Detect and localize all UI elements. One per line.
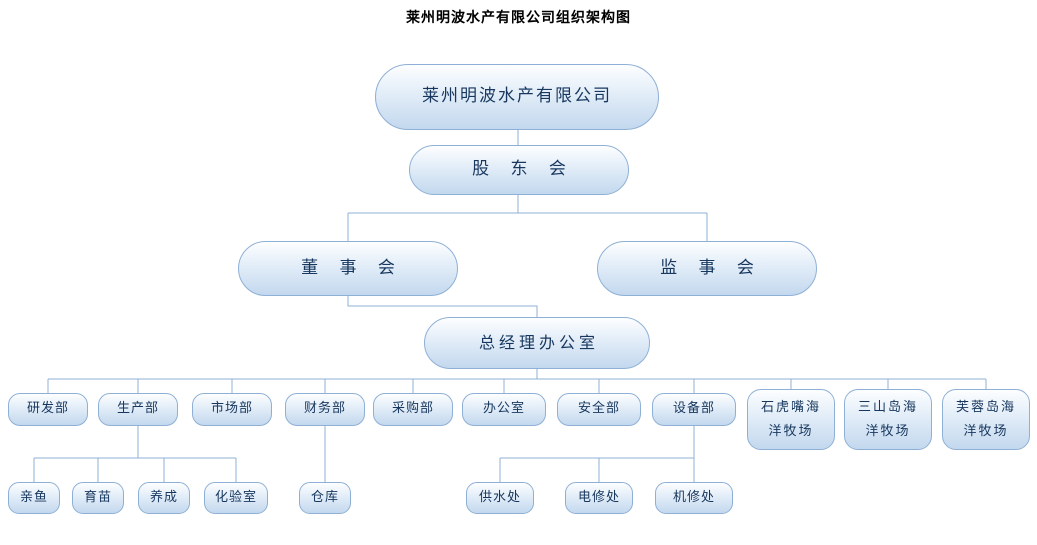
node-dept-office: 办公室 [462, 393, 546, 426]
node-dept-production: 生产部 [98, 393, 178, 426]
node-shareholders-meeting: 股 东 会 [409, 145, 629, 195]
node-sub-water-supply: 供水处 [466, 482, 534, 514]
node-sub-warehouse: 仓库 [299, 482, 351, 514]
node-dept-purchasing: 采购部 [373, 393, 453, 426]
node-dept-safety: 安全部 [557, 393, 641, 426]
node-dept-finance: 财务部 [285, 393, 365, 426]
node-ranch-sanshandao: 三山岛海洋牧场 [844, 389, 932, 450]
node-board-of-directors: 董 事 会 [238, 241, 458, 296]
node-sub-broodstock: 亲鱼 [8, 482, 60, 514]
node-dept-marketing: 市场部 [192, 393, 272, 426]
node-dept-rnd: 研发部 [8, 393, 88, 426]
node-ranch-shihuzui: 石虎嘴海洋牧场 [747, 389, 835, 450]
node-board-of-supervisors: 监 事 会 [597, 241, 817, 296]
node-company: 莱州明波水产有限公司 [375, 64, 659, 130]
node-sub-growout: 养成 [138, 482, 190, 514]
node-sub-laboratory: 化验室 [204, 482, 268, 514]
node-gm-office: 总经理办公室 [424, 317, 650, 369]
chart-title: 莱州明波水产有限公司组织架构图 [406, 9, 631, 25]
node-sub-mechanical-repair: 机修处 [655, 482, 733, 514]
node-sub-electrical-repair: 电修处 [565, 482, 633, 514]
node-dept-equipment: 设备部 [652, 393, 736, 426]
node-sub-seedling: 育苗 [72, 482, 124, 514]
node-ranch-furongdao: 芙蓉岛海洋牧场 [942, 389, 1030, 450]
